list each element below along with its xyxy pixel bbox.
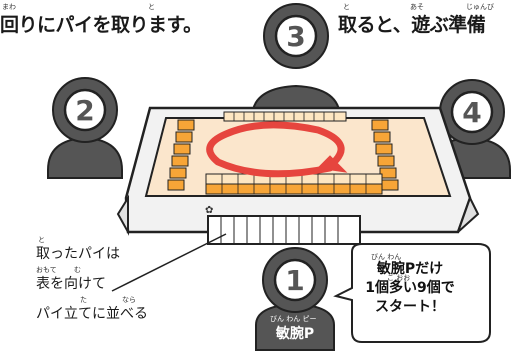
rotation-arrow [206, 121, 348, 178]
header-right-text: 取ると、遊ぶ準備 [338, 14, 486, 36]
header-ruby-1: まわ [2, 3, 16, 11]
bubble-line-1: 敏腕Pだけ [376, 261, 444, 277]
note-ruby-1: と [38, 236, 45, 244]
tile-rack [207, 215, 361, 245]
tile-wall-top [223, 111, 347, 122]
tile-wall-left [167, 119, 195, 191]
header-ruby-3: と [343, 3, 350, 11]
note-ruby-2: おもて [36, 266, 57, 274]
note-ruby-4: た [80, 296, 87, 304]
speech-bubble [333, 243, 491, 343]
player-1-number: 1 [285, 264, 304, 297]
player-2-figure [47, 77, 123, 179]
player-1-figure [255, 247, 335, 351]
board-mark: ✿ [205, 205, 213, 216]
player-2-badge: 2 [63, 88, 107, 132]
bubble-text: びん わん 敏腕Pだけ こ おお 1個多い9個で スタート！ [335, 253, 485, 317]
note-line-1: 取ったパイは [36, 246, 120, 262]
player-1-name-ruby: びん わん ピー [270, 315, 317, 323]
player-3-number: 3 [286, 20, 305, 53]
player-3-badge: 3 [274, 14, 318, 58]
player-2-number: 2 [75, 94, 94, 127]
bubble-line-3: スタート！ [375, 299, 445, 315]
note-line-2: 表を向けて [36, 276, 106, 292]
note-pointer-line [111, 233, 227, 292]
player-4-number: 4 [462, 96, 481, 129]
bubble-line-2: 1個多い9個で [365, 280, 455, 296]
note-line-3: パイ立てに並べる [36, 306, 148, 322]
tile-wall-bottom [205, 173, 383, 195]
note-ruby-5: なら [122, 296, 136, 304]
player-4-badge: 4 [450, 90, 494, 134]
bubble-ruby-1: びん わん [371, 253, 402, 261]
header-ruby-4: あそ [410, 3, 424, 11]
header-ruby-2: と [148, 3, 155, 11]
tile-wall-right [371, 119, 399, 191]
header-ruby-5: じゅんび [466, 3, 494, 11]
header-left-text: 回りにパイを取ります。 [0, 14, 202, 36]
bubble-ruby-2: こ おお [387, 274, 411, 282]
player-1-badge: 1 [273, 258, 317, 302]
note-ruby-3: む [74, 266, 81, 274]
player-1-name: 敏腕P [275, 326, 315, 342]
